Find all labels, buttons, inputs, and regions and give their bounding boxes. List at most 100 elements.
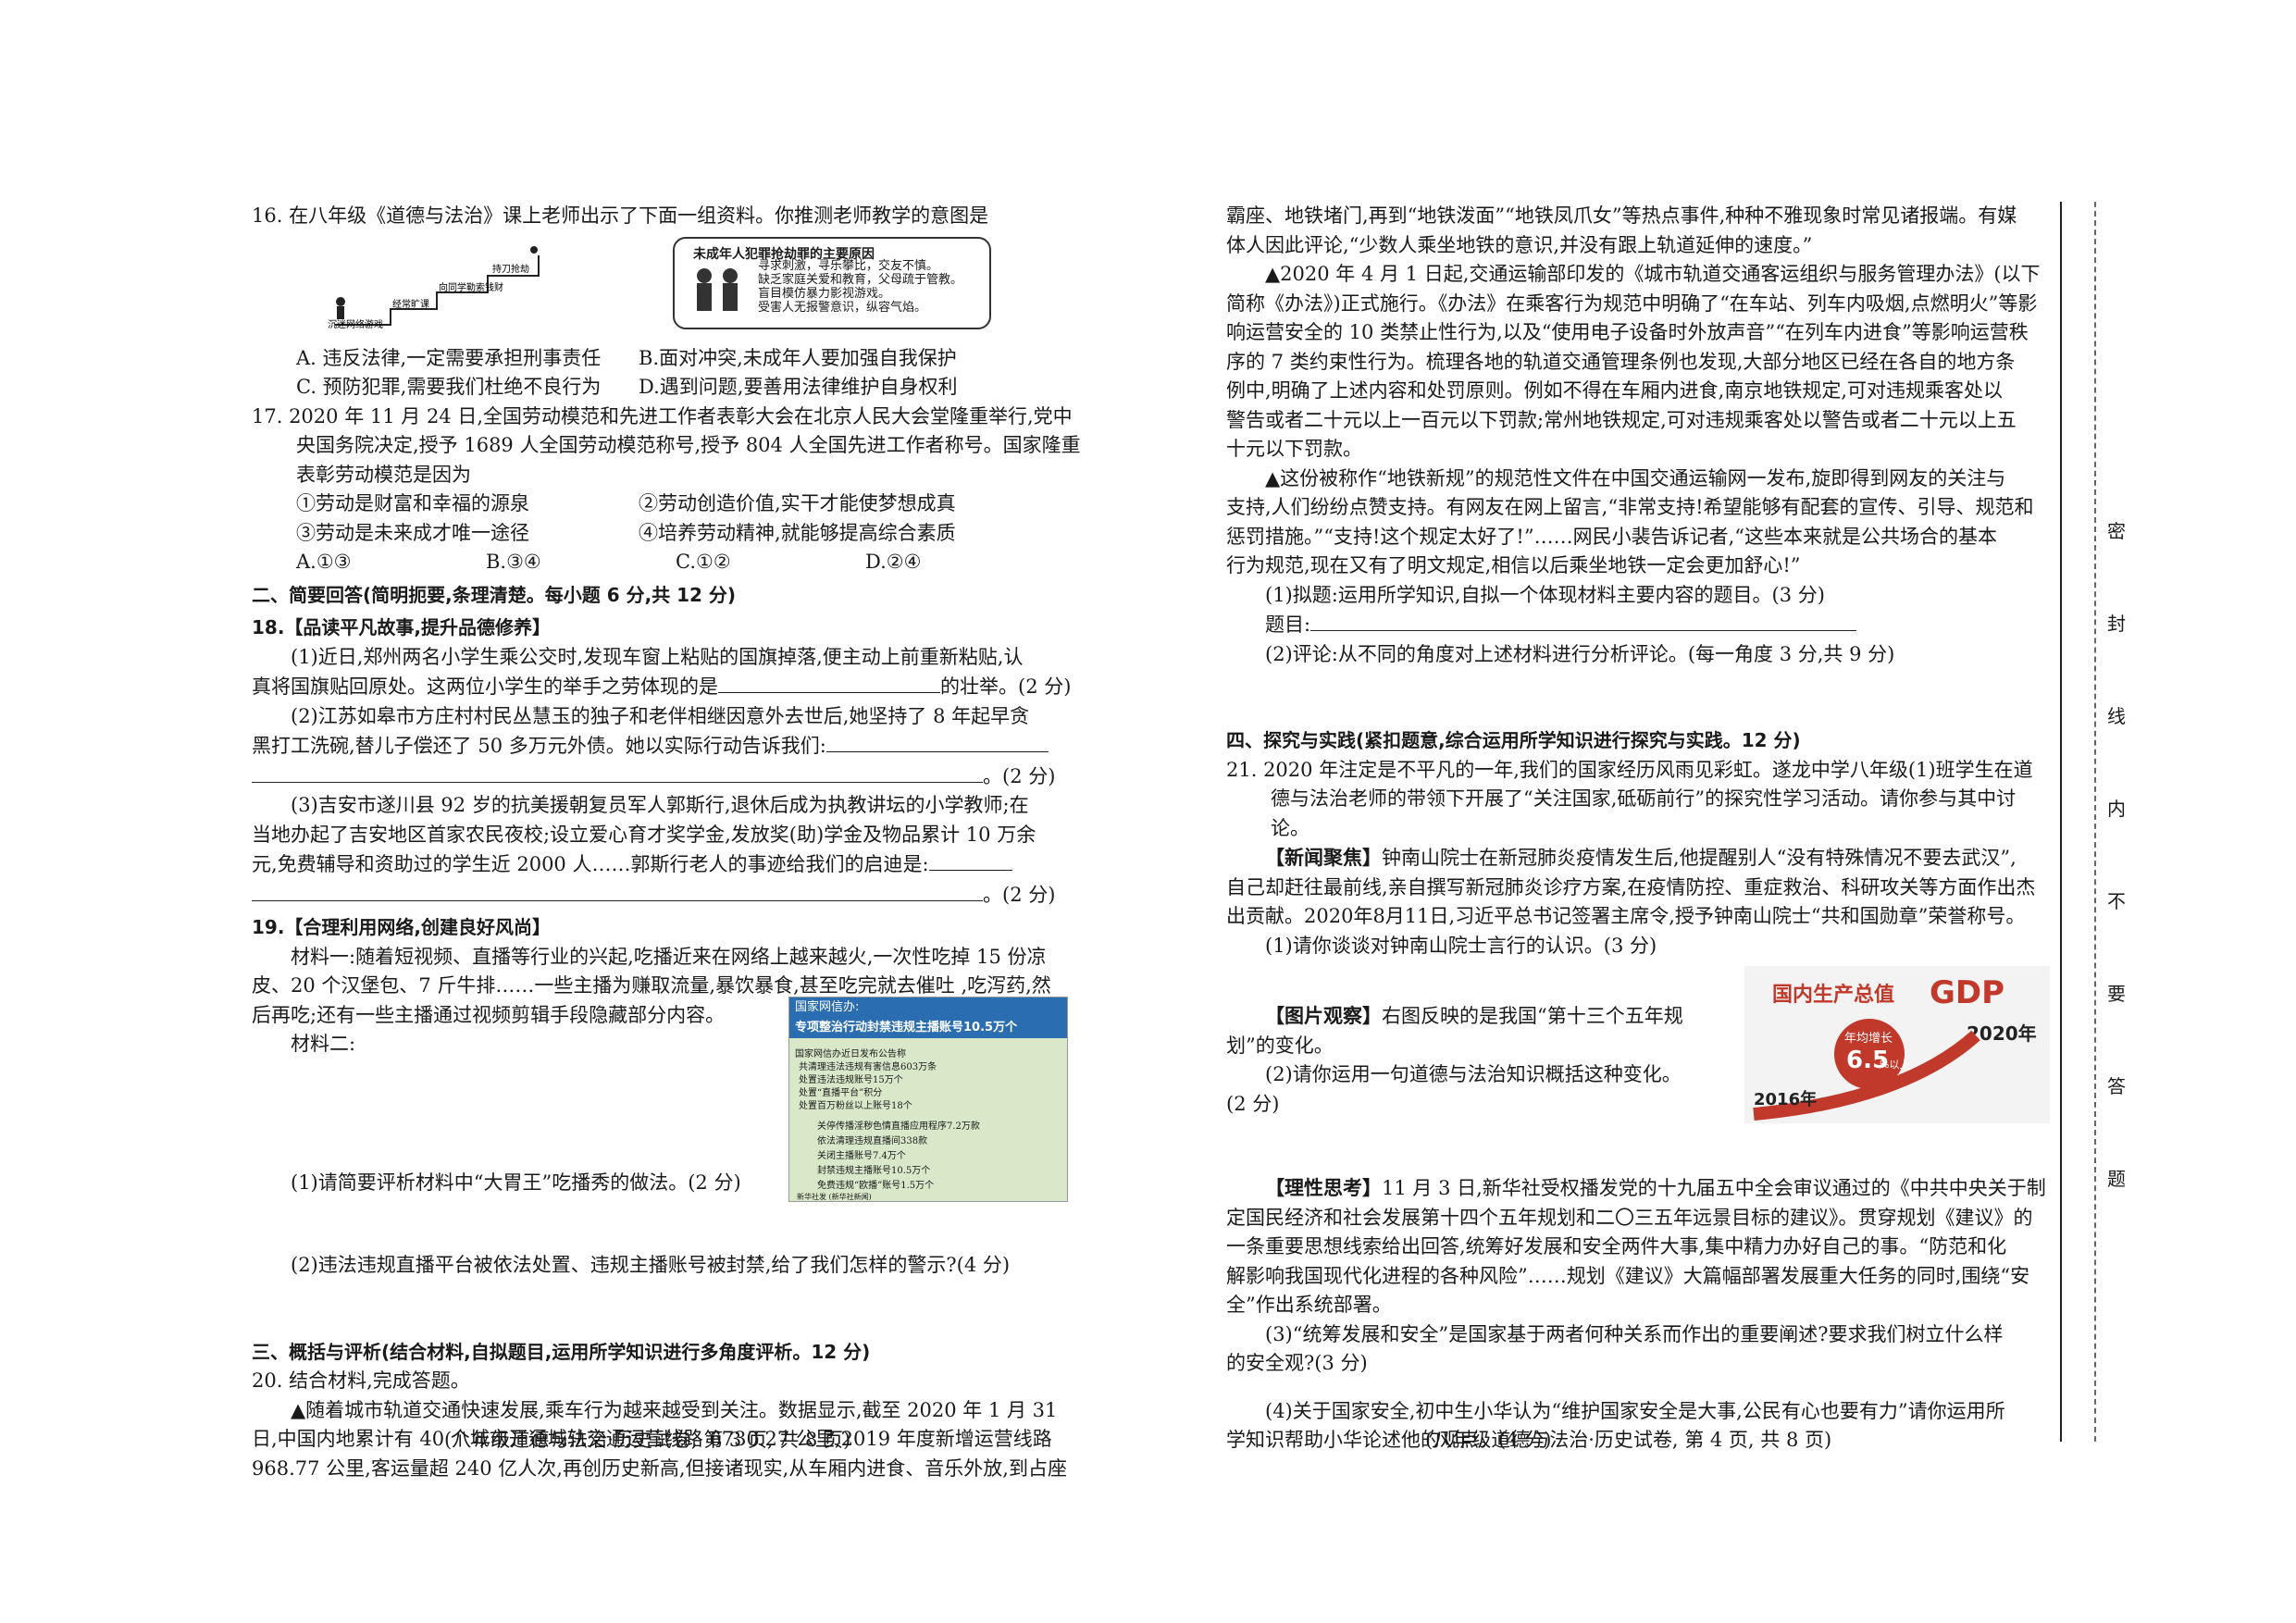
gdp-chart-svg: 国内生产总值 GDP 2020年 年均增长 6.5 %以上 2016年 [1744, 966, 2050, 1123]
gov-infographic: 国家网信办: 专项整治行动封禁违规主播账号10.5万个 国家网信办近日发布公告称… [788, 996, 1068, 1202]
picture-block: 【图片观察】右图反映的是我国“第十三个五年规 划”的变化。 (2)请你运用一句道… [1226, 960, 2050, 1146]
q17-s1: ①劳动是财富和幸福的源泉 [296, 492, 529, 514]
cause-line: 盲目模仿暴力影视游戏。 [758, 286, 891, 301]
think5: 全”作出系统部署。 [1226, 1294, 1392, 1316]
q21-3b: 的安全观?(3 分) [1226, 1352, 1368, 1374]
gdp-big: GDP [1930, 974, 2004, 1011]
q19-q1: (1)请简要评析材料中“大胃王”吃播秀的做法。(2 分) [291, 1171, 741, 1194]
q21a: 21. 2020 年注定是不平凡的一年,我们的国家经历风雨见彩虹。遂龙中学八年级… [1226, 758, 2033, 781]
r-c8: 警告或者二十元以上一百元以下罚款;常州地铁规定,可对违规乘客处以警告或者二十元以… [1226, 408, 2017, 431]
seal-char: 题 [2107, 1168, 2126, 1190]
q17-s4: ④培养劳动精神,就能够提高综合素质 [639, 521, 956, 544]
stairs-figure: 沉迷网络游戏 经常旷课 向同学勒索钱财 持刀抢劫 [328, 245, 540, 329]
right-page: 霸座、地铁堵门,再到“地铁泼面”“地铁凤爪女”等热点事件,种种不雅现象时常见诸报… [1226, 202, 2050, 1456]
q20-1: (1)拟题:运用所学知识,自拟一个体现材料主要内容的题目。(3 分) [1265, 583, 1825, 606]
gov-row: 关停传播淫秽色情直播应用程序7.2万款 [817, 1121, 980, 1132]
think1: 11 月 3 日,新华社受权播发党的十九届五中全会审议通过的《中共中央关于制 [1382, 1177, 2046, 1199]
q21-3-answer-space [1226, 1379, 2050, 1397]
figure-head-icon [336, 296, 345, 306]
q18-p3a: (3)吉安市遂川县 92 岁的抗美援朝复员军人郭斯行,退休后成为执教讲坛的小学教… [291, 794, 1029, 816]
gov-row: 依法清理违规直播间338款 [817, 1135, 928, 1146]
q21-4b: 学知识帮助小华论述他的观点。(4 分) [1226, 1429, 1552, 1451]
q18-answer-2a[interactable] [825, 731, 1049, 752]
q18-answer-3b[interactable] [252, 880, 983, 901]
r-c9: 十元以下罚款。 [1226, 438, 1362, 460]
q17-option-a: A.①③ [296, 551, 352, 573]
r-c6: 序的 7 类约束性行为。梳理各地的轨道交通管理条例也发现,大部分地区已经在各自的… [1226, 350, 2016, 373]
q18-answer-1[interactable] [718, 672, 940, 693]
q17-line3: 表彰劳动模范是因为 [296, 463, 471, 486]
q16-option-b: B.面对冲突,未成年人要加强自我保护 [639, 346, 957, 369]
q20-l1: ▲随着城市轨道交通快速发展,乘车行为越来越受到关注。数据显示,截至 2020 年… [291, 1398, 1058, 1421]
q16-option-d: D.遇到问题,要善用法律维护自身权利 [639, 376, 958, 398]
q19-answer-space-2 [252, 1281, 1103, 1334]
gdp-rate-circle [1834, 1019, 1905, 1089]
q18-p1c: 的壮举。(2 分) [940, 675, 1072, 698]
think2: 定国民经济和社会发展第十四个五年规划和二〇三五年远景目标的建议》。贯穿规划《建议… [1226, 1206, 2033, 1229]
q20-l2: 日,中国内地累计有 40 个城市开通城轨交通运营线路 6730.27 公里,20… [252, 1428, 1052, 1450]
q16-figure: 沉迷网络游戏 经常旷课 向同学勒索钱财 持刀抢劫 未成年人犯罪抢劫罪的主要原因 … [326, 236, 991, 341]
cause-line: 缺乏家庭关爱和教育，父母疏于管教。 [758, 272, 963, 287]
gov-source: 国家网信办近日发布公告称 [795, 1048, 906, 1059]
section-3-heading: 三、概括与评析(结合材料,自拟题目,运用所学知识进行多角度评析。12 分) [252, 1340, 871, 1363]
q18-p1b: 真将国旗贴回原处。这两位小学生的举手之劳体现的是 [252, 675, 718, 698]
gov-subtitle: 专项整治行动封禁违规主播账号10.5万个 [789, 1017, 1067, 1038]
seal-char: 线 [2107, 705, 2126, 727]
r-c10: ▲这份被称作“地铁新规”的规范性文件在中国交通运输网一发布,旋即得到网友的关注与 [1265, 466, 2006, 489]
q16-option-c: C. 预防犯罪,需要我们杜绝不良行为 [296, 376, 602, 398]
q18-p3c: 元,免费辅导和资助过的学生近 2000 人……郭斯行老人的事迹给我们的启迪是: [252, 853, 929, 875]
q20-answer-space [1226, 669, 2050, 723]
footer-page-3: (八年级道德与法治·历史试卷, 第 3 页, 共 8 页) [444, 1429, 851, 1451]
r-c3: ▲2020 年 4 月 1 日起,交通运输部印发的《城市轨道交通客运组织与服务管… [1265, 263, 2041, 285]
footer-page-4: (八年级道德与法治·历史试卷, 第 4 页, 共 8 页) [1425, 1429, 1832, 1451]
figure-top-icon [530, 245, 538, 254]
q19-m1c: 后再吃;还有一些主播通过视频剪辑手段隐藏部分内容。 [252, 1003, 726, 1026]
gov-credit: 新华社发 (新华社新闻) [797, 1192, 872, 1201]
q18-title: 18.【品读平凡故事,提升品德修养】 [252, 616, 552, 638]
gov-row: 共清理违法违规有害信息603万条 [799, 1061, 937, 1072]
q18-p1a: (1)近日,郑州两名小学生乘公交时,发现车窗上粘贴的国旗掉落,便主动上前重新粘贴… [291, 645, 1024, 668]
r-c2: 体人因此评论,“少数人乘坐地铁的意识,并没有跟上轨道延伸的速度。” [1226, 233, 1813, 256]
seal-char: 封 [2107, 613, 2126, 635]
cause-box-title: 未成年人犯罪抢劫罪的主要原因 [693, 246, 875, 262]
pic3: (2)请你运用一句道德与法治知识概括这种变化。 [1265, 1063, 1682, 1085]
q19-m1a: 材料一:随着短视频、直播等行业的兴起,吃播近来在网络上越来越火,一次性吃掉 15… [291, 945, 1047, 968]
q17-s2: ②劳动创造价值,实干才能使梦想成真 [639, 492, 956, 514]
q19-body: 材料一:随着短视频、直播等行业的兴起,吃播近来在网络上越来越火,一次性吃掉 15… [252, 943, 1103, 1281]
r-c12: 惩罚措施。”“支持!这个规定太好了!”……网民小裴告诉记者,“这些本来就是公共场… [1226, 525, 1997, 548]
q19-answer-space [252, 1197, 1103, 1251]
q16-options-ab: A. 违反法律,一定需要承担刑事责任 B.面对冲突,未成年人要加强自我保护 [252, 344, 1103, 374]
stair-4: 持刀抢劫 [492, 263, 529, 275]
gdp-rate-a: 年均增长 [1844, 1032, 1893, 1046]
q20-title-answer[interactable] [1310, 610, 1857, 631]
q18-answer-2b[interactable] [252, 762, 983, 783]
left-page: 16. 在八年级《道德与法治》课上老师出示了下面一组资料。你推测老师教学的意图是… [252, 202, 1103, 1483]
think3: 一条重要思想线索给出回答,统筹好发展和安全两件大事,集中精力办好自己的事。“防范… [1226, 1235, 2007, 1258]
gov-row: 处置百万粉丝以上账号18个 [799, 1100, 912, 1111]
pic2: 划”的变化。 [1226, 1034, 1334, 1057]
q18-p2b: 黑打工洗碗,替儿子偿还了 50 多万元外债。她以实际行动告诉我们: [252, 735, 826, 757]
q21c: 论。 [1271, 816, 1309, 839]
q21b: 德与法治老师的带领下开展了“关注国家,砥砺前行”的探究性学习活动。请你参与其中讨 [1271, 787, 2017, 810]
section-2-heading: 二、简要回答(简明扼要,条理清楚。每小题 6 分,共 12 分) [252, 583, 737, 606]
cause-box: 未成年人犯罪抢劫罪的主要原因 寻求刺激，寻乐攀比，交友不慎。 缺乏家庭关爱和教育… [673, 236, 991, 329]
q16-stem: 16. 在八年级《道德与法治》课上老师出示了下面一组资料。你推测老师教学的意图是 [252, 204, 989, 227]
news2: 自己却赶往最前线,亲自撰写新冠肺炎诊疗方案,在疫情防控、重症救治、科研攻关等方面… [1226, 875, 2036, 898]
r-c5: 响运营安全的 10 类禁止性行为,以及“使用电子设备时外放声音”“在列车内进食”… [1226, 321, 2029, 343]
q16-option-a: A. 违反法律,一定需要承担刑事责任 [296, 346, 602, 369]
seal-char: 内 [2107, 798, 2126, 820]
q17-line1: 17. 2020 年 11 月 24 日,全国劳动模范和先进工作者表彰大会在北京… [252, 404, 1073, 427]
q20-title: 20. 结合材料,完成答题。 [252, 1369, 470, 1392]
q21-1: (1)请你谈谈对钟南山院士言行的认识。(3 分) [1265, 934, 1657, 957]
gov-row: 关闭主播账号7.4万个 [817, 1150, 906, 1161]
q18-answer-3a[interactable] [928, 849, 1012, 871]
cause-line: 寻求刺激，寻乐攀比，交友不慎。 [758, 258, 939, 273]
q20-2: (2)评论:从不同的角度对上述材料进行分析评论。(每一角度 3 分,共 9 分) [1265, 642, 1895, 665]
people-icon [697, 267, 738, 311]
gdp-rate-b: 6.5 [1846, 1047, 1889, 1074]
q18-p2c: 。(2 分) [983, 764, 1056, 787]
pic-title: 【图片观察】 [1265, 1004, 1382, 1027]
pic4: (2 分) [1226, 1092, 1280, 1115]
q17-option-b: B.③④ [486, 551, 541, 573]
